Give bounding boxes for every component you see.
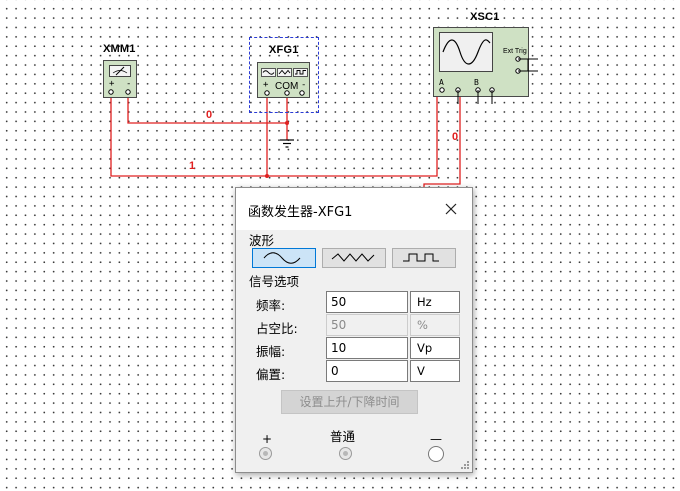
waveform-sine-button[interactable] <box>252 248 316 268</box>
amplitude-unit[interactable]: Vp <box>410 337 460 359</box>
multimeter-minus-label: - <box>126 79 132 89</box>
waveform-triangle-button[interactable] <box>322 248 386 268</box>
duty-cycle-label: 占空比: <box>256 321 298 336</box>
oscilloscope-terminals <box>439 56 521 93</box>
resize-grip-icon[interactable] <box>460 460 470 470</box>
multimeter-terminals <box>108 89 131 95</box>
terminal-plus-radio[interactable] <box>259 447 272 460</box>
square-wave-icon <box>293 68 308 77</box>
wire-label-scope: 0 <box>452 131 459 143</box>
frequency-unit[interactable]: Hz <box>410 291 460 313</box>
duty-cycle-input <box>326 314 408 336</box>
wire-net-1 <box>110 97 268 177</box>
terminal-minus-radio[interactable] <box>428 446 444 462</box>
wire-label-1: 1 <box>189 160 196 172</box>
terminal-common-label: 普通 <box>330 429 356 444</box>
channel-b-label: B <box>474 78 479 87</box>
triangle-wave-icon <box>277 68 292 77</box>
close-button[interactable] <box>438 197 464 221</box>
channel-a-label: A <box>439 78 444 87</box>
duty-cycle-unit: % <box>410 314 460 336</box>
multimeter-instrument[interactable]: + - <box>103 60 137 98</box>
ground-icon <box>280 139 294 148</box>
terminal-plus-label: + <box>262 432 273 446</box>
wire-net-0 <box>127 97 288 124</box>
function-generator-dialog: 函数发生器-XFG1 波形 信号选项 频率: Hz 占空比: % 振幅: Vp <box>235 187 473 473</box>
triangle-wave-icon <box>331 253 375 262</box>
offset-label: 偏置: <box>256 367 286 382</box>
sine-wave-icon <box>261 68 276 77</box>
oscilloscope-instrument[interactable]: Ext Trig A B <box>433 27 529 97</box>
multimeter-name: XMM1 <box>103 43 136 55</box>
waveform-square-button[interactable] <box>392 248 456 268</box>
generator-minus-label: - <box>301 80 307 90</box>
terminal-common-radio[interactable] <box>339 447 352 460</box>
dialog-title: 函数发生器-XFG1 <box>248 205 353 220</box>
offset-unit[interactable]: V <box>410 360 460 382</box>
oscilloscope-name: XSC1 <box>470 11 500 23</box>
sine-wave-icon <box>263 252 301 264</box>
square-wave-icon <box>403 253 439 262</box>
generator-name: XFG1 <box>269 44 299 56</box>
terminal-minus-label: — <box>430 432 442 446</box>
wire-label-0: 0 <box>206 109 213 121</box>
offset-input[interactable] <box>326 360 408 382</box>
multimeter-plus-label: + <box>109 79 115 89</box>
waveform-section-label: 波形 <box>249 233 275 248</box>
ext-trig-label: Ext Trig <box>503 48 527 55</box>
generator-terminals <box>264 90 305 96</box>
frequency-label: 频率: <box>256 298 286 313</box>
generator-selection-box <box>249 37 319 113</box>
amplitude-input[interactable] <box>326 337 408 359</box>
oscilloscope-screen-icon <box>439 32 493 72</box>
dialog-titlebar[interactable]: 函数发生器-XFG1 <box>236 188 472 230</box>
multimeter-dial-icon <box>109 65 131 77</box>
amplitude-label: 振幅: <box>256 344 286 359</box>
frequency-input[interactable] <box>326 291 408 313</box>
generator-com-label: COM <box>275 81 299 92</box>
generator-plus-label: + <box>263 80 269 90</box>
signal-options-label: 信号选项 <box>249 274 300 289</box>
function-generator-instrument[interactable]: + COM - <box>257 62 310 98</box>
close-icon <box>445 203 457 215</box>
set-rise-fall-time-button: 设置上升/下降时间 <box>281 390 418 414</box>
